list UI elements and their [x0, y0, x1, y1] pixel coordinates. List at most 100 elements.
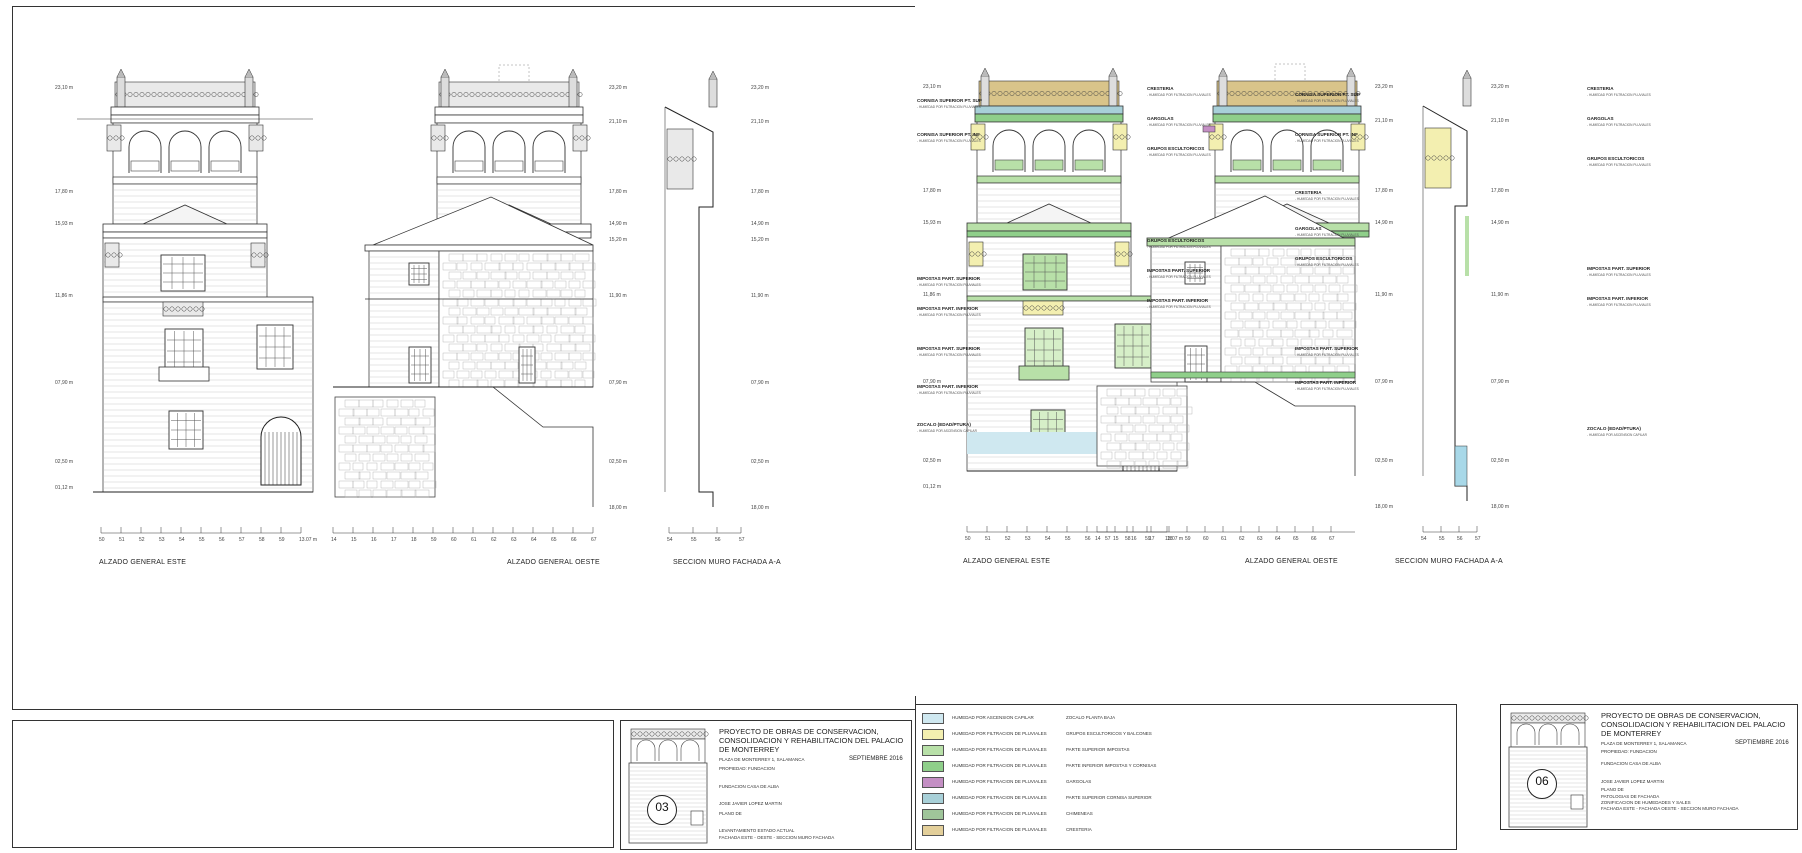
annotation-mid-title: IMPOSTAS PART. INFERIOR [1147, 298, 1209, 303]
annotation-mid2-title: GRUPOS ESCULTORICOS [1295, 256, 1353, 261]
s1-este-gallery-balustrade [170, 160, 200, 172]
s2-este-cresting-motif [1099, 91, 1105, 96]
s1-oeste-wall-rubble-stone [476, 253, 488, 262]
s1-oeste-wall-rubble-stone [484, 262, 501, 271]
s1-oeste-wall-rubble-stone [512, 334, 525, 343]
s2-oeste-base-rubble-stone [1156, 451, 1168, 460]
s2-oeste-wall-rubble-stone [1300, 356, 1317, 365]
tb2-thumb-arch [1516, 723, 1536, 745]
s2-este-gallery-arch [992, 129, 1026, 172]
s2-este-capillary-zone [967, 432, 1117, 454]
s2-este-cresting-motif [1045, 91, 1051, 96]
s2-este-crest-window-motif [1053, 305, 1059, 311]
s2-este-cresting-motif [1039, 91, 1045, 96]
s1-oeste-wall-rubble-stone [442, 316, 459, 325]
s2-este-pinnacle-r [1108, 75, 1118, 107]
tb2-thumb-crest-motif [1517, 715, 1523, 721]
s2-oeste-wall-rubble-stone [1342, 302, 1357, 311]
s2-este-cresting-motif [1069, 91, 1075, 96]
level-mark-este: 02,50 m [55, 459, 74, 465]
s2-oeste-pinnacle-l-tip [1218, 67, 1228, 77]
s1-oeste-wall-rubble-stone [448, 361, 460, 370]
s2-oeste-base-rubble-stone [1148, 460, 1160, 469]
s1-oeste-wall-rubble-stone [498, 316, 515, 325]
s2-oeste-base-rubble-stone [1142, 451, 1155, 460]
s1-oeste-base-rubble-stone [414, 471, 429, 480]
s1-oeste-pinnacle-r [568, 76, 578, 108]
tb2-thumb-crest-motif [1559, 715, 1565, 721]
s1-oeste-wall-rubble-stone [504, 307, 519, 316]
s1-este-sculpture-r-motif [261, 135, 267, 141]
s1-oeste-wall-rubble-stone [484, 316, 496, 325]
s1-este-crest-window-motif [175, 306, 181, 312]
s1-oeste-cresting-motif [541, 92, 547, 97]
s2-oeste-base-rubble-stone [1114, 433, 1128, 442]
s2-oeste-wall-rubble-stone [1314, 356, 1331, 365]
s2-oeste-wall-rubble-stone [1342, 284, 1358, 293]
s1-este-cresting-motif [139, 92, 145, 97]
s1-oeste-cresting-motif [511, 92, 517, 97]
legend-damage-type: HUMEDAD POR FILTRACION DE PLUVIALES [952, 763, 1047, 768]
scale-label-section: 57 [1475, 536, 1481, 542]
s1-oeste-base-rubble-stone [400, 399, 414, 408]
s1-oeste-base-rubble-stone [422, 408, 435, 417]
s1-oeste-wall-rubble-stone [574, 343, 591, 352]
scale-label-oeste: 66 [1311, 536, 1317, 542]
s1-oeste-wall-rubble-stone [456, 352, 470, 361]
s1-section-gallery-motif [667, 156, 673, 162]
s2-oeste-base-rubble-stone [1128, 397, 1142, 406]
level-mark-oeste: 02,50 m [609, 459, 628, 465]
s2-oeste-wall-rubble-stone [1258, 320, 1270, 329]
s1-oeste-base-rubble-stone [344, 417, 361, 426]
s2-este-impost-3 [966, 230, 1132, 238]
s1-oeste-wall-rubble-stone [574, 289, 586, 298]
s1-este-crest-window [162, 301, 204, 317]
s2-oeste-wall-rubble-stone [1244, 320, 1261, 329]
s1-oeste-wall-rubble-stone [546, 271, 560, 280]
s1-oeste-base-rubble-stone [366, 444, 381, 453]
s1-oeste-cresting-motif [451, 92, 457, 97]
annotation-right-title: GRUPOS ESCULTORICOS [1587, 156, 1645, 161]
s1-oeste-wall-rubble-stone [526, 334, 540, 343]
s2-oeste-wall-rubble-stone [1300, 320, 1317, 329]
tb2-thumb-gallery [1510, 722, 1586, 748]
s1-oeste-wall-rubble-stone [540, 316, 555, 325]
s1-oeste-wall-rubble-stone [470, 316, 485, 325]
scale-label-section: 56 [715, 537, 721, 543]
tb1-thumb-crest-motif [679, 731, 685, 737]
s1-oeste-base-rubble-stone [372, 453, 386, 462]
s1-oeste-wall-rubble-stone [526, 280, 543, 289]
s1-oeste-base-rubble-stone [372, 399, 384, 408]
level-mark-oeste: 17,80 m [1375, 188, 1394, 194]
level-mark-section: 18,00 m [1491, 504, 1510, 510]
s2-oeste-wall-rubble-stone [1300, 338, 1313, 347]
s1-oeste-wall-rubble-stone [442, 280, 456, 289]
s1-oeste-cresting-motif [523, 92, 529, 97]
s2-oeste-wall-rubble-stone [1336, 347, 1348, 356]
level-mark-oeste: 07,90 m [609, 380, 628, 386]
s2-oeste-wall-rubble-stone [1336, 257, 1353, 266]
scale-label-este: 52 [1005, 536, 1011, 542]
caption-alzado-este: ALZADO GENERAL ESTE [963, 558, 1051, 565]
legend-swatch [922, 825, 944, 836]
s1-oeste-cresting-motif [469, 92, 475, 97]
s1-oeste-wall-rubble-stone [574, 307, 588, 316]
s2-oeste-gallery-balustrade [1232, 159, 1262, 171]
sheet-number-2: 06 [1535, 774, 1549, 788]
s1-oeste-gallery-balustrade [454, 160, 484, 172]
s1-oeste-pinnacle-l [440, 76, 450, 108]
s1-oeste-base-rubble-stone [386, 453, 399, 462]
s1-oeste-wall-rubble-stone [560, 307, 577, 316]
scale-label-este: 56 [1085, 536, 1091, 542]
annotation-mid2-sub: - HUMEDAD POR FILTRACION PLUVIALES [1295, 233, 1359, 237]
s1-oeste-wall-rubble-stone [560, 253, 574, 262]
s2-oeste-wall-rubble-stone [1308, 311, 1325, 320]
scale-label-oeste: 15 [351, 537, 357, 543]
s1-oeste-wall-rubble-stone [462, 361, 476, 370]
s2-oeste-base-rubble-stone [1162, 424, 1176, 433]
s1-este-cresting-motif [229, 92, 235, 97]
s1-oeste-wall-rubble-stone [504, 361, 519, 370]
tb1-thumb-gallery [630, 738, 706, 764]
s2-oeste-base-rubble-stone [1120, 406, 1137, 415]
s2-oeste-base-rubble-stone [1134, 442, 1148, 451]
